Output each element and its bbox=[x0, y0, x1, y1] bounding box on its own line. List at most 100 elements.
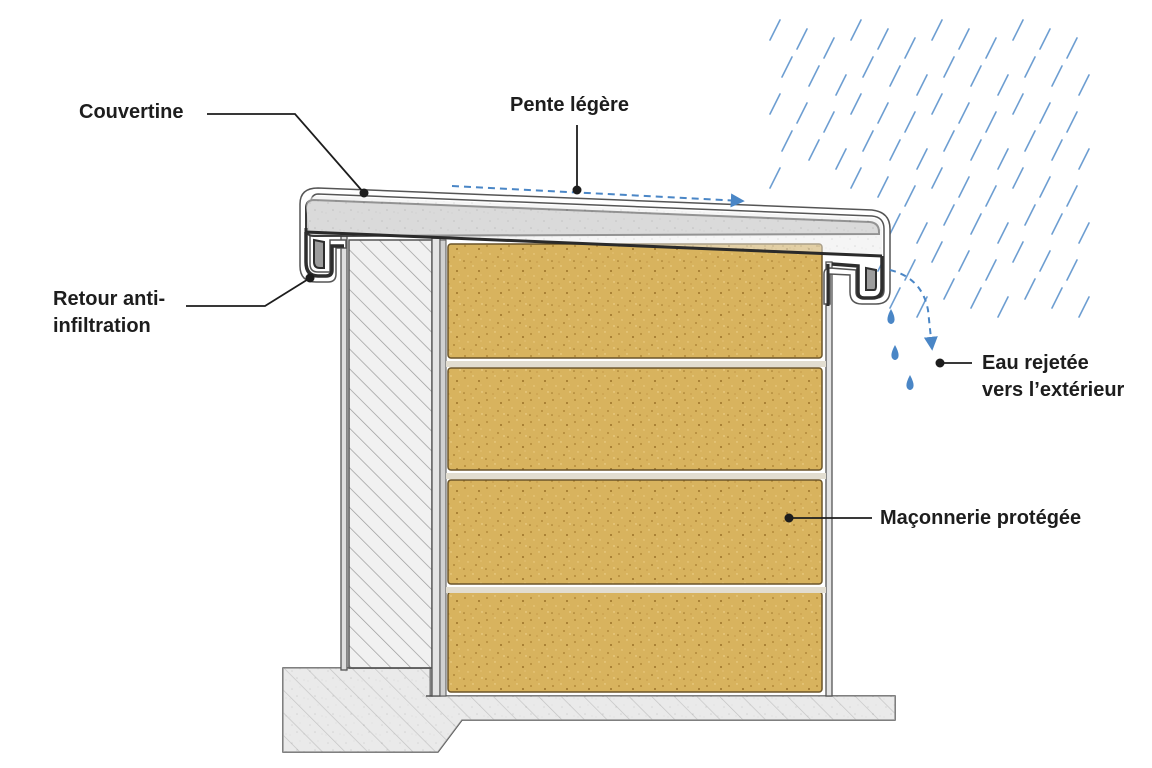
dot-pente bbox=[572, 185, 582, 195]
leader-retour bbox=[186, 277, 311, 307]
leader-dots bbox=[305, 185, 945, 523]
label-eau-rejetee: Eau rejetée vers l’extérieur bbox=[982, 352, 1125, 401]
rain-streak bbox=[931, 241, 943, 263]
rain-streak bbox=[916, 74, 928, 96]
rain-streak bbox=[985, 185, 997, 207]
rain-streak bbox=[1051, 139, 1063, 161]
mortar-joint bbox=[446, 361, 826, 367]
rain-streak bbox=[916, 148, 928, 170]
rain-streak bbox=[877, 176, 889, 198]
rain-streak bbox=[850, 93, 862, 115]
rain-streak bbox=[1039, 102, 1051, 124]
rain-streak bbox=[970, 139, 982, 161]
rain-streak bbox=[1051, 65, 1063, 87]
rain-streak bbox=[997, 148, 1009, 170]
rain-streak bbox=[823, 111, 835, 133]
rain-streak bbox=[958, 102, 970, 124]
rain-streak bbox=[769, 19, 781, 41]
rain-streak bbox=[1024, 130, 1036, 152]
foundation-slab bbox=[282, 667, 896, 753]
rain-streak bbox=[889, 65, 901, 87]
rain-streak bbox=[1066, 37, 1078, 59]
rain-streak bbox=[877, 28, 889, 50]
rain-streak bbox=[781, 130, 793, 152]
rain-streak bbox=[1066, 259, 1078, 281]
rain-streak bbox=[808, 139, 820, 161]
rain-streak bbox=[1051, 213, 1063, 235]
rain-streak bbox=[889, 213, 901, 235]
rain-streak bbox=[970, 213, 982, 235]
label-retour-anti-infiltration: Retour anti- infiltration bbox=[53, 288, 166, 337]
rain-streak bbox=[1066, 185, 1078, 207]
rain-streak bbox=[796, 28, 808, 50]
rain-streak bbox=[904, 111, 916, 133]
rain-streak bbox=[1051, 287, 1063, 309]
rain-streak bbox=[985, 111, 997, 133]
masonry-block bbox=[447, 591, 823, 693]
rain-streak bbox=[1039, 250, 1051, 272]
rain-streak bbox=[769, 93, 781, 115]
rain-streak bbox=[904, 185, 916, 207]
mortar-joint bbox=[446, 473, 826, 479]
rain-streak bbox=[889, 287, 901, 309]
rain-streak bbox=[808, 65, 820, 87]
side-flashings bbox=[340, 231, 833, 697]
dot-maconnerie bbox=[784, 513, 794, 523]
label-maconnerie-protegee: Maçonnerie protégée bbox=[880, 507, 1082, 529]
rain-streak bbox=[850, 167, 862, 189]
masonry-block bbox=[447, 479, 823, 585]
leader-lines bbox=[186, 113, 972, 519]
mortar-joint bbox=[446, 587, 826, 593]
rain-streak bbox=[877, 102, 889, 124]
rain-streak bbox=[1078, 222, 1090, 244]
rain-streak bbox=[1012, 241, 1024, 263]
masonry-block bbox=[447, 243, 823, 359]
rain-streak bbox=[931, 93, 943, 115]
rain-streak bbox=[997, 296, 1009, 318]
rain-streak bbox=[1078, 296, 1090, 318]
slope-arrow bbox=[451, 185, 745, 208]
rain-streak bbox=[1066, 111, 1078, 133]
dot-couvertine bbox=[359, 188, 369, 198]
dot-eau bbox=[935, 358, 945, 368]
rain-streak bbox=[904, 259, 916, 281]
rain-streak bbox=[1012, 93, 1024, 115]
rain-streak bbox=[889, 139, 901, 161]
rain-streak bbox=[1024, 278, 1036, 300]
rain-streak bbox=[985, 37, 997, 59]
rain-streak bbox=[862, 130, 874, 152]
rain-streak bbox=[943, 278, 955, 300]
rain-streak bbox=[1078, 74, 1090, 96]
rain-streak bbox=[1024, 204, 1036, 226]
rain-streak bbox=[796, 102, 808, 124]
rain-streaks bbox=[769, 19, 1090, 318]
rain-streak bbox=[781, 56, 793, 78]
water-drops bbox=[887, 309, 914, 390]
rain-streak bbox=[916, 222, 928, 244]
rain-streak bbox=[931, 167, 943, 189]
rain-streak bbox=[958, 28, 970, 50]
rain-streak bbox=[958, 250, 970, 272]
backing-wall bbox=[348, 239, 433, 697]
rain-streak bbox=[904, 37, 916, 59]
rain-streak bbox=[970, 65, 982, 87]
rain-streak bbox=[1078, 148, 1090, 170]
masonry-block bbox=[447, 367, 823, 471]
rain-streak bbox=[958, 176, 970, 198]
rain-streak bbox=[943, 204, 955, 226]
rain-streak bbox=[1012, 19, 1024, 41]
rain-streak bbox=[1039, 176, 1051, 198]
rain-streak bbox=[997, 222, 1009, 244]
rain-streak bbox=[1012, 167, 1024, 189]
water-drip-arrow bbox=[889, 269, 938, 351]
rain-streak bbox=[862, 56, 874, 78]
rain-streak bbox=[850, 19, 862, 41]
rain-streak bbox=[835, 148, 847, 170]
leader-couvertine bbox=[207, 113, 365, 194]
label-couvertine: Couvertine bbox=[79, 101, 184, 123]
rain-streak bbox=[943, 130, 955, 152]
rain-streak bbox=[931, 19, 943, 41]
rain-streak bbox=[1024, 56, 1036, 78]
dot-retour bbox=[305, 273, 315, 283]
